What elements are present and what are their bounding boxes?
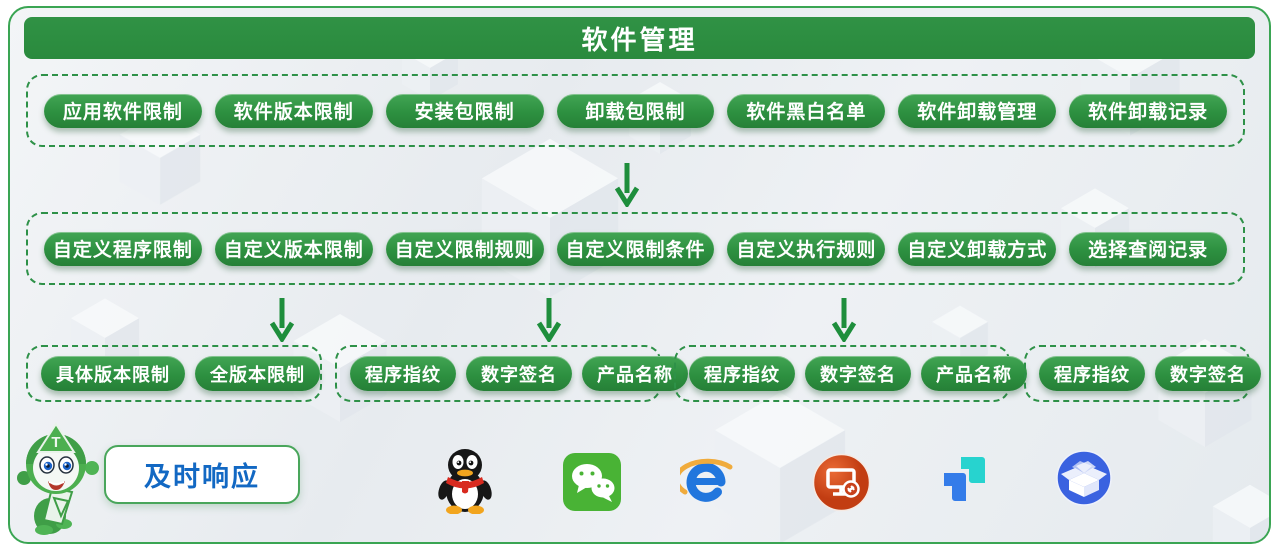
down-arrow-icon — [536, 298, 562, 342]
flow-node: 程序指纹 — [1039, 356, 1145, 391]
flow-node: 安装包限制 — [385, 93, 544, 128]
flow-node: 自定义限制规则 — [385, 231, 544, 266]
page-title: 软件管理 — [24, 17, 1255, 59]
version-scope-group: 具体版本限制 全版本限制 — [26, 345, 322, 402]
flow-node: 数字签名 — [805, 356, 911, 391]
flow-node: 自定义执行规则 — [727, 231, 886, 266]
flow-node: 数字签名 — [466, 356, 572, 391]
flow-node: 程序指纹 — [689, 356, 795, 391]
flow-node: 全版本限制 — [195, 356, 320, 391]
flow-node: 产品名称 — [582, 356, 688, 391]
package-box-icon — [1056, 450, 1112, 506]
down-arrow-icon — [831, 298, 857, 342]
flow-node: 自定义程序限制 — [44, 231, 202, 266]
flow-node: 卸载包限制 — [556, 93, 715, 128]
flow-node: 软件卸载记录 — [1069, 93, 1228, 128]
flow-node: 具体版本限制 — [41, 356, 185, 391]
qq-icon — [438, 449, 492, 514]
flow-node: 软件版本限制 — [214, 93, 373, 128]
flow-node: 数字签名 — [1155, 356, 1261, 391]
response-badge: 及时响应 — [104, 445, 300, 504]
builtin-restrictions-group: 应用软件限制 软件版本限制 安装包限制 卸载包限制 软件黑白名单 软件卸载管理 … — [26, 74, 1245, 147]
flow-node: 应用软件限制 — [44, 93, 202, 128]
flow-node: 自定义限制条件 — [556, 231, 715, 266]
flow-node: 软件卸载管理 — [898, 93, 1057, 128]
down-arrow-icon — [614, 163, 640, 207]
flow-node: 产品名称 — [921, 356, 1027, 391]
teambition-icon — [944, 457, 985, 501]
remote-desktop-icon — [812, 453, 871, 512]
robot-mascot-icon: T — [17, 422, 99, 535]
identify-method-group-2: 程序指纹 数字签名 产品名称 — [674, 345, 1027, 402]
identify-method-group-3: 程序指纹 数字签名 — [1024, 345, 1261, 402]
flow-node: 程序指纹 — [350, 356, 456, 391]
identify-method-group-1: 程序指纹 数字签名 产品名称 — [335, 345, 688, 402]
down-arrow-icon — [269, 298, 295, 342]
custom-rules-group: 自定义程序限制 自定义版本限制 自定义限制规则 自定义限制条件 自定义执行规则 … — [26, 212, 1245, 285]
svg-text:T: T — [51, 434, 60, 451]
flow-node: 软件黑白名单 — [727, 93, 886, 128]
flow-node: 选择查阅记录 — [1069, 231, 1228, 266]
wechat-icon — [563, 453, 621, 511]
ie-icon — [680, 458, 733, 502]
diagram-card: 软件管理 应用软件限制 软件版本限制 安装包限制 卸载包限制 软件黑白名单 软件… — [8, 6, 1271, 544]
flow-node: 自定义卸载方式 — [898, 231, 1057, 266]
flow-node: 自定义版本限制 — [214, 231, 373, 266]
